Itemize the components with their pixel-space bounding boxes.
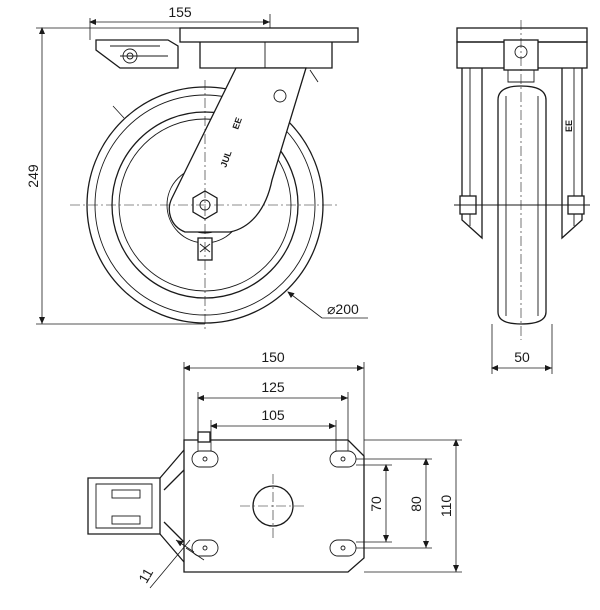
brake-lever — [95, 39, 179, 69]
front-wheel — [497, 85, 547, 325]
dim-hole-spacing-long: 80 — [408, 496, 424, 512]
side-view: JUL EE 155 249 ⌀200 — [25, 4, 368, 330]
dim-top-width: 155 — [168, 4, 192, 20]
dim-hole-spacing-short: 70 — [368, 496, 384, 512]
dim-hole-spacing-inner: 105 — [261, 407, 285, 423]
swivel-housing — [199, 42, 333, 69]
svg-text:EE: EE — [230, 116, 244, 131]
dim-overall-height: 249 — [25, 164, 41, 188]
front-view: EE 50 — [454, 20, 590, 374]
brake-assembly — [87, 477, 161, 535]
top-plate — [179, 27, 359, 43]
mounting-plate — [183, 439, 365, 573]
top-view: 150 125 105 110 80 70 11 — [87, 349, 462, 589]
dim-wheel-width: 50 — [514, 349, 530, 365]
dim-hole-spacing-outer: 125 — [261, 379, 285, 395]
dim-plate-width: 150 — [261, 349, 285, 365]
dim-plate-length: 110 — [438, 495, 454, 518]
fork-arm — [168, 67, 307, 233]
mounting-slots — [191, 450, 357, 557]
svg-text:EE: EE — [564, 120, 574, 132]
dim-wheel-diameter: ⌀200 — [327, 301, 359, 317]
dim-slot-width: 11 — [135, 565, 156, 586]
